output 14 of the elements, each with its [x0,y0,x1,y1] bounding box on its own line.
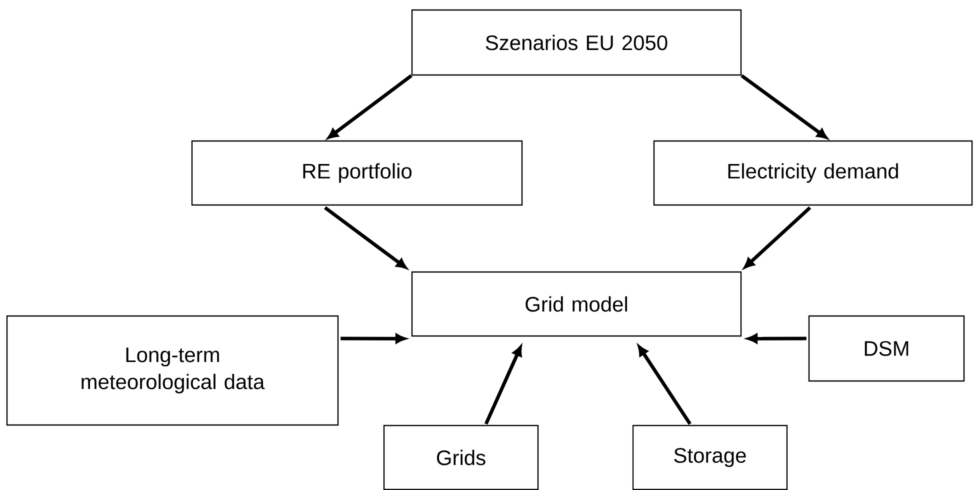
arrow [328,74,412,139]
arrow [638,345,692,425]
process-box: Grid model [411,271,742,337]
arrow [744,206,812,268]
process-box: Storage [632,424,788,490]
process-box: Electricity demand [653,140,973,206]
arrow [484,346,522,425]
process-box: DSM [808,315,965,382]
arrow [740,74,828,139]
process-box: Long-term meteorological data [6,315,339,426]
process-box: Grids [383,424,539,490]
process-box: Szenarios EU 2050 [411,9,742,76]
arrow [324,206,407,269]
process-box: RE portfolio [191,140,523,206]
